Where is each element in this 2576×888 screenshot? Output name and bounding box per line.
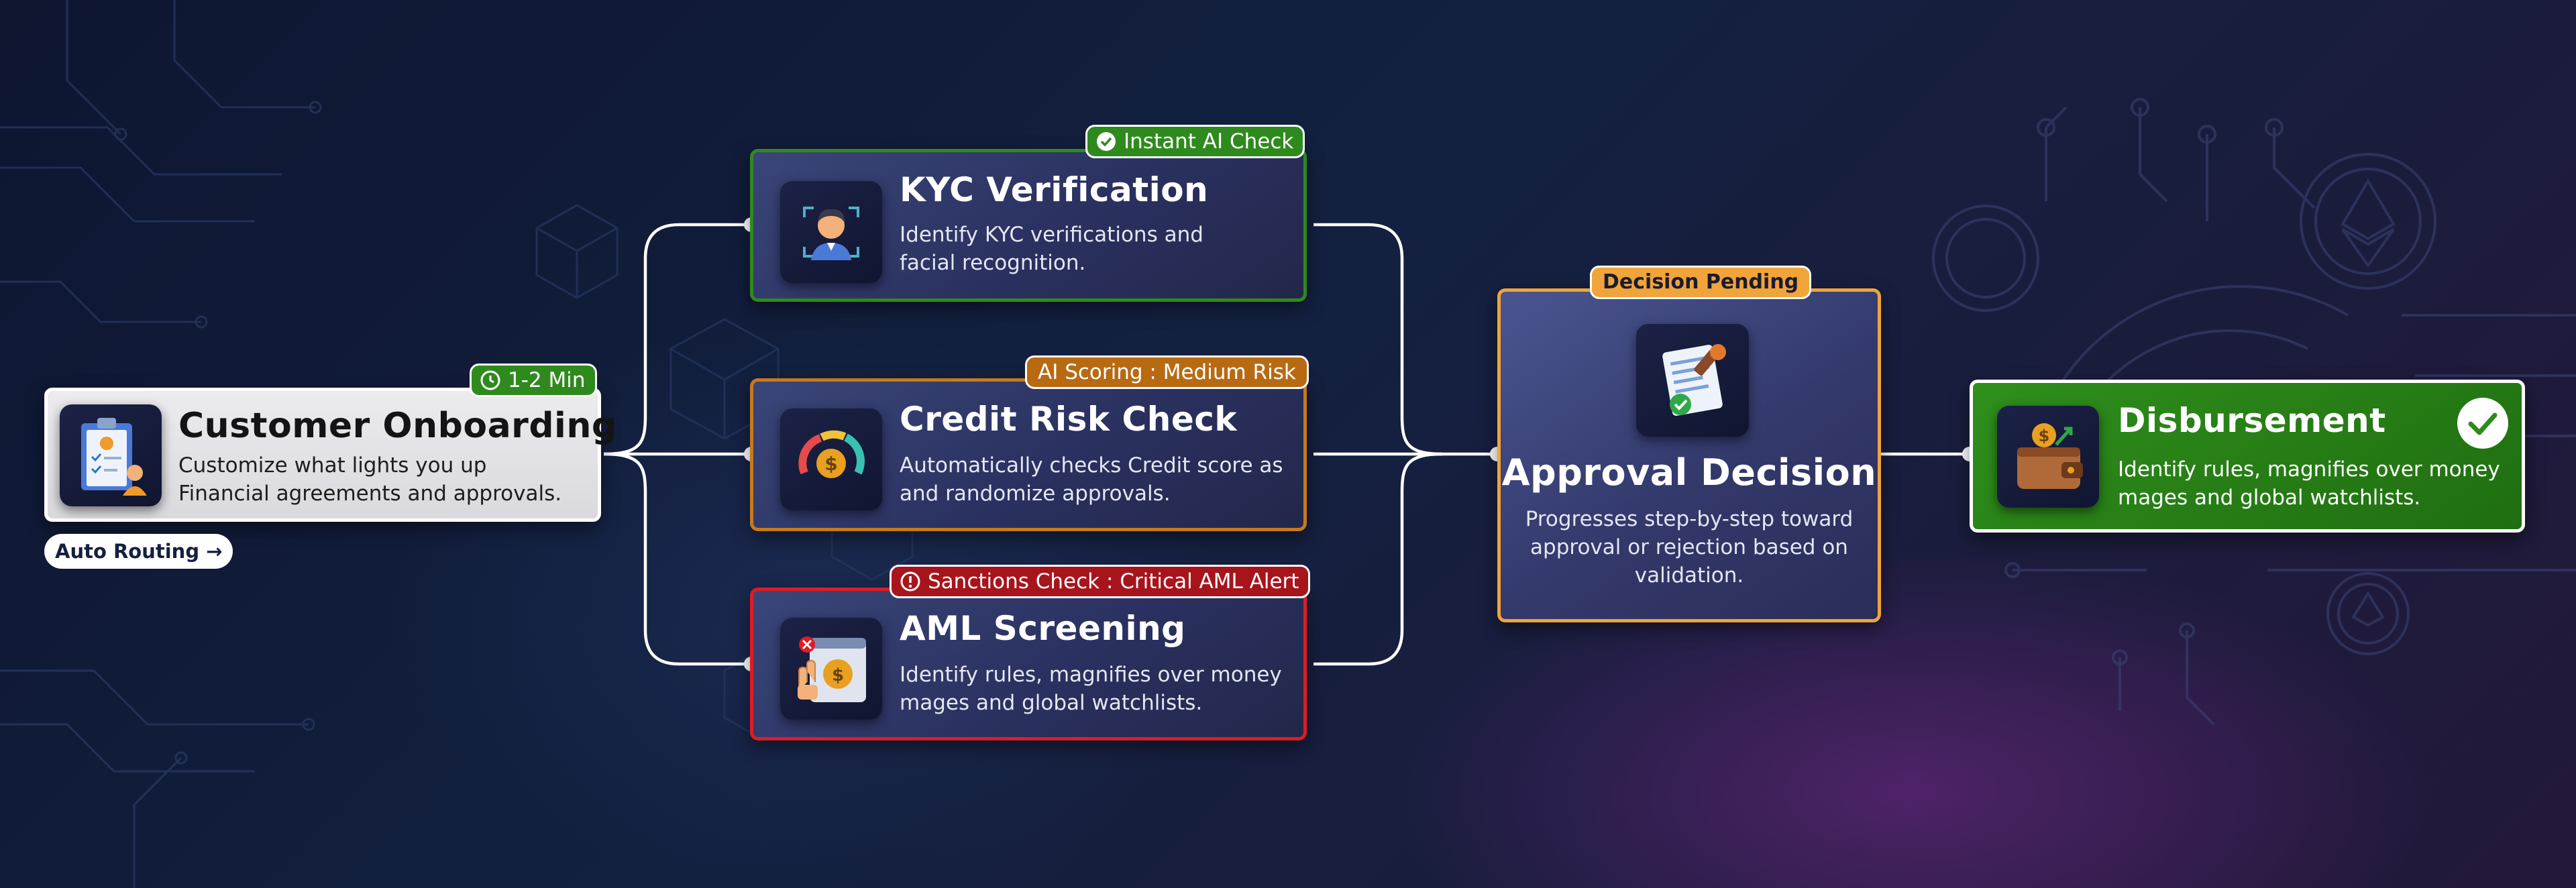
kyc-status-label: Instant AI Check [1124, 129, 1294, 154]
connector-aml-approval [1313, 452, 1443, 666]
credit-description: Automatically checks Credit score as and… [900, 451, 1316, 508]
disbursement-card[interactable]: $ Disbursement Identify rules, magnifies… [1970, 380, 2525, 533]
disbursement-title: Disbursement [2118, 401, 2386, 440]
check-circle-icon [1097, 132, 1116, 151]
aml-status-label: Sanctions Check : Critical AML Alert [928, 569, 1299, 594]
kyc-desc-line-1: Identify KYC verifications and [900, 223, 1203, 247]
onboarding-title: Customer Onboarding [178, 406, 617, 446]
money-screening-icon: $ [780, 618, 882, 720]
kyc-status-badge: Instant AI Check [1085, 125, 1305, 158]
approval-desc-line-1: Progresses step-by-step toward [1525, 507, 1854, 531]
credit-desc-line-1: Automatically checks Credit score as [900, 453, 1283, 478]
check-circle-icon [2457, 398, 2508, 449]
svg-text:$: $ [832, 665, 844, 685]
aml-desc-line-2: mages and global watchlists. [900, 691, 1203, 715]
connector-onboarding-aml [603, 452, 750, 666]
svg-text:$: $ [2039, 427, 2050, 445]
wallet-money-icon: $ [1997, 406, 2099, 508]
credit-gauge-icon: $ [780, 408, 882, 510]
face-scan-icon [780, 181, 882, 283]
disbursement-desc-line-2: mages and global watchlists. [2118, 486, 2421, 510]
approval-description: Progresses step-by-step toward approval … [1501, 505, 1878, 590]
disbursement-description: Identify rules, magnifies over money mag… [2118, 455, 2534, 512]
credit-status-badge: AI Scoring : Medium Risk [1025, 355, 1309, 389]
aml-description: Identify rules, magnifies over money mag… [900, 661, 1316, 717]
connector-kyc-approval [1313, 223, 1443, 456]
connector-onboarding-kyc [603, 223, 750, 456]
aml-status-badge: Sanctions Check : Critical AML Alert [890, 565, 1311, 598]
kyc-description: Identify KYC verifications and facial re… [900, 221, 1316, 277]
disbursement-desc-line-1: Identify rules, magnifies over money [2118, 457, 2500, 482]
credit-risk-card[interactable]: $ Credit Risk Check Automatically checks… [750, 378, 1307, 531]
kyc-verification-card[interactable]: KYC Verification Identify KYC verificati… [750, 149, 1307, 302]
approved-document-icon [1636, 324, 1749, 437]
onboarding-time-badge: 1-2 Min [470, 364, 597, 397]
clock-icon [480, 370, 500, 390]
aml-desc-line-1: Identify rules, magnifies over money [900, 663, 1282, 687]
credit-desc-line-2: and randomize approvals. [900, 482, 1171, 506]
onboarding-time-label: 1-2 Min [508, 368, 586, 392]
onboarding-desc-line-2: Financial agreements and approvals. [178, 482, 562, 506]
approval-title: Approval Decision [1501, 451, 1877, 494]
credit-title: Credit Risk Check [900, 400, 1238, 439]
clipboard-checklist-icon [60, 404, 162, 506]
svg-text:$: $ [824, 453, 837, 475]
approval-desc-line-2: approval or rejection based on [1530, 535, 1848, 559]
customer-onboarding-card[interactable]: Customer Onboarding Customize what light… [44, 388, 616, 522]
approval-decision-card[interactable]: Approval Decision Progresses step-by-ste… [1497, 288, 1881, 622]
alert-circle-icon [900, 571, 920, 592]
aml-title: AML Screening [900, 609, 1186, 648]
auto-routing-pill[interactable]: Auto Routing → [44, 534, 233, 569]
approval-desc-line-3: validation. [1634, 563, 1744, 588]
kyc-title: KYC Verification [900, 170, 1209, 209]
onboarding-desc-line-1: Customize what lights you up [178, 453, 487, 478]
aml-screening-card[interactable]: $ AML Screening Identify rules, magnifie… [750, 588, 1307, 740]
approval-status-badge: Decision Pending [1590, 266, 1812, 299]
onboarding-description: Customize what lights you up Financial a… [178, 451, 608, 508]
kyc-desc-line-2: facial recognition. [900, 251, 1086, 275]
